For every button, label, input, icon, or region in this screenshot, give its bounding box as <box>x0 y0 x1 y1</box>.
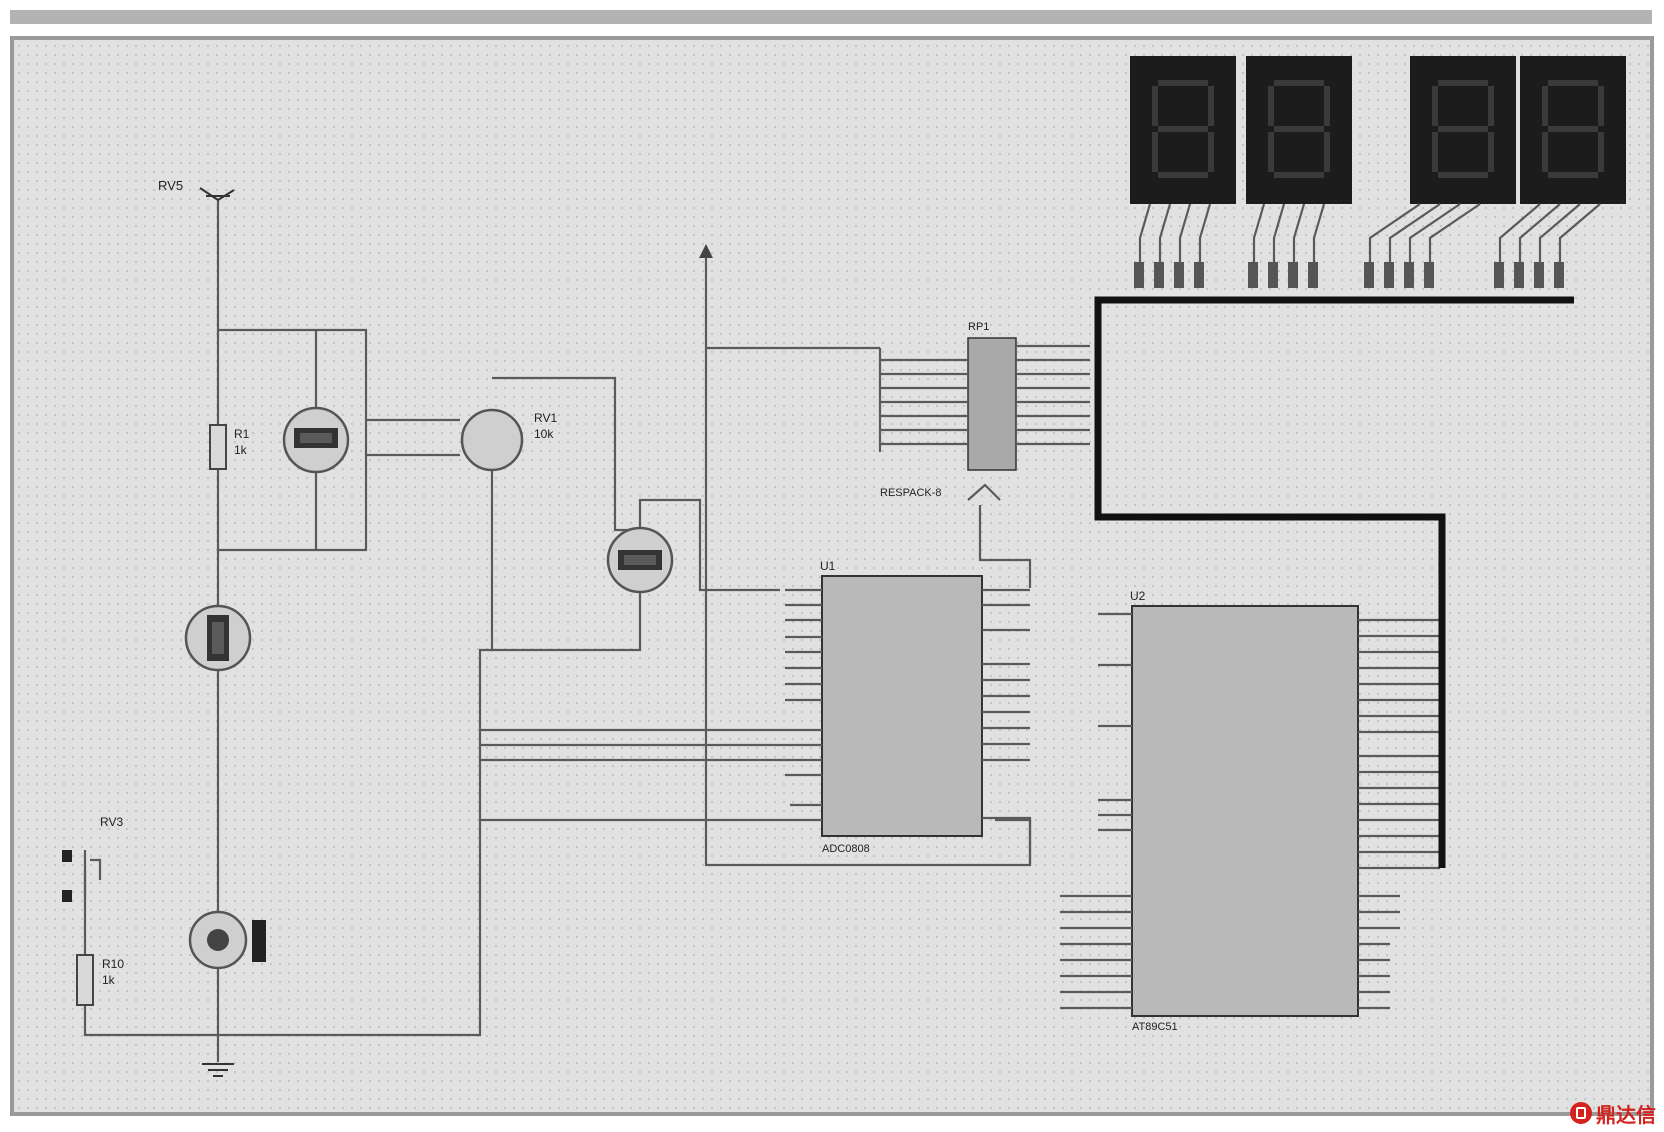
seven-segment-icon <box>1246 56 1352 204</box>
brand-logo-icon <box>1570 1102 1592 1124</box>
mcu-chip-u2: U2 AT89C51 <box>1060 589 1440 1033</box>
u2-label: U2 <box>1130 589 1146 603</box>
adc-chip-u1: U1 ADC0808 <box>785 559 1032 865</box>
resistor-r1: R1 1k <box>209 424 250 470</box>
seven-segment-icon <box>1520 56 1626 204</box>
u1-part: ADC0808 <box>822 843 870 855</box>
rp1-label: RP1 <box>968 321 989 333</box>
r1-value: 1k <box>234 443 248 457</box>
power-label: RV5 <box>158 178 183 193</box>
rp1-part: RESPACK-8 <box>880 487 942 499</box>
switch-rv3: RV3 <box>62 815 123 902</box>
resistor-pack-rp1: RP1 RESPACK-8 <box>878 321 1090 588</box>
rv1-label: RV1 <box>534 411 557 425</box>
rv1-part: 10k <box>534 427 554 441</box>
battery-icon: RV5 <box>158 178 235 201</box>
ammeter-icon <box>184 604 252 672</box>
watermark: 鼎达信 <box>1570 1100 1656 1127</box>
data-bus <box>1094 296 1574 868</box>
seven-segment-display-group <box>1130 56 1626 288</box>
r1-label: R1 <box>234 427 250 441</box>
rv3-label: RV3 <box>100 815 123 829</box>
resistor-r10: R10 1k <box>76 954 124 1006</box>
seven-segment-icon <box>1410 56 1516 204</box>
voltmeter-icon <box>282 406 350 474</box>
potentiometer-icon: RV1 10k <box>460 408 557 472</box>
seven-segment-icon <box>1130 56 1236 204</box>
voltmeter-2-icon <box>606 526 674 594</box>
u1-label: U1 <box>820 559 836 573</box>
motor-icon <box>188 910 266 970</box>
r10-label: R10 <box>102 957 124 971</box>
watermark-text: 鼎达信 <box>1596 1102 1656 1127</box>
ground-icon <box>202 1063 234 1077</box>
u2-part: AT89C51 <box>1132 1021 1178 1033</box>
r10-value: 1k <box>102 973 116 987</box>
canvas-top-strip <box>10 10 1652 24</box>
